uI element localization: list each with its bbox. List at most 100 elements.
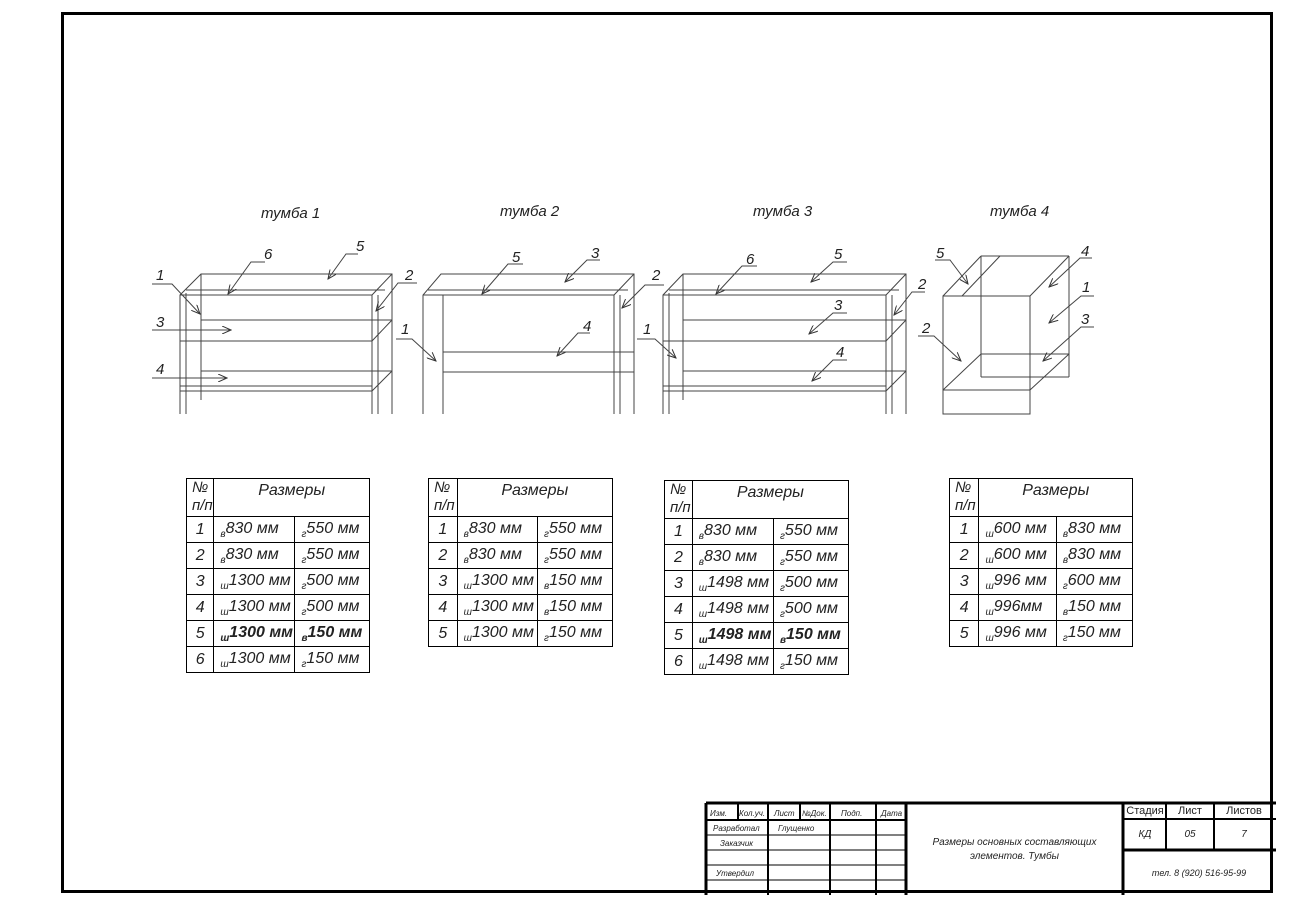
table-header-number-line2: п/п [955,497,976,514]
callout-c2-3: 3 [591,245,600,262]
size-a-value: 830 мм [468,519,522,537]
size-a-value: 600 мм [993,519,1047,537]
tb-description: Размеры основных составляющих элементов.… [932,837,1097,862]
size-b-value: 600 мм [1067,571,1121,589]
size-a: ш1498 мм [691,596,774,623]
tb-approved-label: Утвердил [716,869,755,878]
size-b: г550 мм [537,516,613,543]
size-b-prefix: г [544,554,549,566]
size-b: в830 мм [1055,516,1134,543]
size-a: ш1498 мм [691,648,774,675]
callout-c4-4: 4 [1081,243,1089,260]
size-b-prefix: в [1062,606,1069,618]
size-a-prefix: ш [698,634,708,646]
callout-c4-5: 5 [936,245,945,262]
size-b-value: 150 мм [549,597,603,615]
callout-c3-2: 2 [917,276,927,293]
callout-c1-4: 4 [156,361,164,378]
size-b: г150 мм [537,620,613,647]
size-b: в150 мм [537,594,613,621]
row-number: 6 [664,648,693,675]
size-a-prefix: ш [220,658,229,670]
drawing-title-1: тумба 1 [261,205,321,222]
size-a-prefix: в [220,554,226,566]
drawing-frame [61,12,1273,893]
size-b-value: 550 мм [548,545,603,563]
size-a: ш1300 мм [213,646,296,673]
size-b-value: 150 мм [1067,623,1121,641]
row-number: 3 [185,568,215,595]
size-a-value: 996мм [993,597,1043,615]
size-b-value: 150 мм [784,651,838,669]
size-a-prefix: ш [698,582,708,594]
size-a: ш600 мм [978,542,1057,569]
row-number: 3 [948,568,980,595]
size-b-prefix: в [544,606,550,618]
size-a-value: 1498 мм [707,625,772,643]
callout-c4-1: 1 [1082,279,1090,296]
table-header-number-line1: № [434,479,451,496]
size-a: ш1300 мм [456,568,539,595]
size-b-prefix: г [544,632,549,644]
size-a: в830 мм [213,542,296,569]
row-number: 5 [948,620,980,647]
size-b: г150 мм [294,646,370,673]
size-b: г150 мм [772,648,850,675]
size-a-value: 1300 мм [229,623,294,641]
size-a-prefix: ш [985,606,994,618]
size-b: г550 мм [537,542,613,569]
row-number: 1 [948,516,980,543]
cabinet-3-drawing [662,273,907,414]
size-a: ш1300 мм [456,620,539,647]
size-a-prefix: ш [220,580,229,592]
size-a: ш996 мм [978,620,1057,647]
callout-c1-1: 1 [156,267,164,284]
row-number: 4 [948,594,980,621]
size-b: г500 мм [294,568,370,595]
row-number: 6 [185,646,215,673]
size-a-value: 830 мм [468,545,522,563]
size-a-value: 996 мм [993,571,1047,589]
size-b: в150 мм [772,622,850,649]
size-a-value: 1498 мм [707,599,770,617]
tb-sheets-label: Листов [1226,805,1262,817]
size-a: в830 мм [213,516,296,543]
table-header-number-line1: № [955,479,972,496]
size-b-prefix: г [779,530,785,542]
callout-c3-1: 1 [643,321,651,338]
size-b-value: 150 мм [1068,597,1122,615]
tb-head-change: Изм. [710,809,728,818]
tb-sheet-value: 05 [1184,829,1196,840]
size-b-value: 150 мм [786,625,841,643]
size-a-prefix: ш [220,632,230,644]
size-a-prefix: в [698,530,705,542]
size-a-value: 1300 мм [471,623,534,641]
tb-developer-name: Глущенко [778,824,815,833]
row-number: 5 [428,620,458,647]
size-b-value: 550 мм [306,545,360,563]
size-b-prefix: г [779,556,785,568]
size-a-prefix: ш [463,632,472,644]
size-a-prefix: ш [985,580,994,592]
size-b: г500 мм [772,570,850,597]
size-b-prefix: в [779,634,787,646]
tb-head-sheet: Лист [774,809,795,818]
size-a-value: 996 мм [993,623,1047,641]
size-b-prefix: г [779,660,785,672]
size-a-value: 1498 мм [707,573,770,591]
size-b-prefix: г [1062,632,1068,644]
tb-stage-value: КД [1138,829,1152,840]
size-b-value: 500 мм [306,597,360,615]
size-b-value: 550 мм [784,547,838,565]
